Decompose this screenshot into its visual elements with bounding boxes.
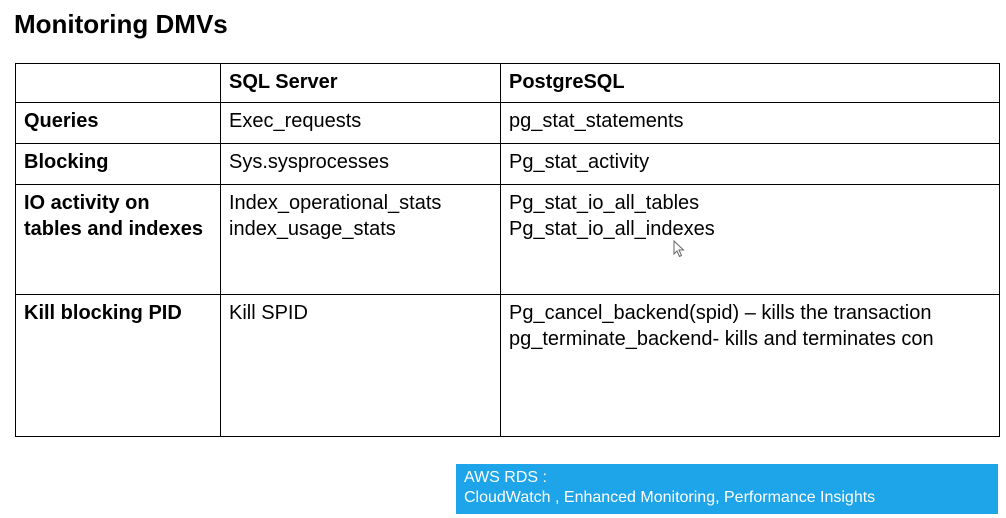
cell-line: Pg_stat_activity — [509, 151, 650, 173]
cell-line: Pg_cancel_backend(spid) – kills the tran… — [509, 302, 932, 324]
row-label: Kill blocking PID — [15, 294, 221, 437]
row-label: Queries — [15, 102, 221, 144]
header-cell-sql-server: SQL Server — [220, 63, 501, 103]
sql-server-cell: Exec_requests — [220, 102, 501, 144]
cell-line: Exec_requests — [229, 110, 362, 132]
callout-services: CloudWatch , Enhanced Monitoring, Perfor… — [464, 489, 876, 506]
postgresql-cell: pg_stat_statements — [500, 102, 1000, 144]
dmv-comparison-table: SQL Server PostgreSQL Queries Exec_reque… — [15, 63, 1000, 437]
table-row: Queries Exec_requests pg_stat_statements — [15, 102, 1000, 144]
sql-server-cell: Kill SPID — [220, 294, 501, 437]
postgresql-cell: Pg_stat_io_all_tables Pg_stat_io_all_ind… — [500, 184, 1000, 295]
cell-line: Pg_stat_io_all_tables — [509, 192, 700, 214]
row-label: IO activity on tables and indexes — [15, 184, 221, 295]
table-row: IO activity on tables and indexes Index_… — [15, 184, 1000, 295]
cell-line: pg_stat_statements — [509, 110, 684, 132]
header-cell-empty — [15, 63, 221, 103]
table-row: Kill blocking PID Kill SPID Pg_cancel_ba… — [15, 294, 1000, 437]
postgresql-cell: Pg_cancel_backend(spid) – kills the tran… — [500, 294, 1000, 437]
row-label: Blocking — [15, 143, 221, 185]
header-cell-postgresql: PostgreSQL — [500, 63, 1000, 103]
table-header-row: SQL Server PostgreSQL — [15, 63, 1000, 103]
cell-line: Kill SPID — [229, 302, 308, 324]
cell-line: Pg_stat_io_all_indexes — [509, 218, 715, 240]
callout-heading: AWS RDS : — [464, 469, 547, 486]
mouse-pointer-icon — [673, 240, 685, 258]
cell-line: index_usage_stats — [229, 218, 396, 240]
sql-server-cell: Index_operational_stats index_usage_stat… — [220, 184, 501, 295]
cell-line: Sys.sysprocesses — [229, 151, 390, 173]
postgresql-cell: Pg_stat_activity — [500, 143, 1000, 185]
page-title: Monitoring DMVs — [14, 9, 228, 39]
aws-rds-callout: AWS RDS : CloudWatch , Enhanced Monitori… — [456, 464, 998, 514]
cell-line: pg_terminate_backend- kills and terminat… — [509, 328, 934, 350]
cell-line: Index_operational_stats — [229, 192, 442, 214]
sql-server-cell: Sys.sysprocesses — [220, 143, 501, 185]
table-row: Blocking Sys.sysprocesses Pg_stat_activi… — [15, 143, 1000, 185]
